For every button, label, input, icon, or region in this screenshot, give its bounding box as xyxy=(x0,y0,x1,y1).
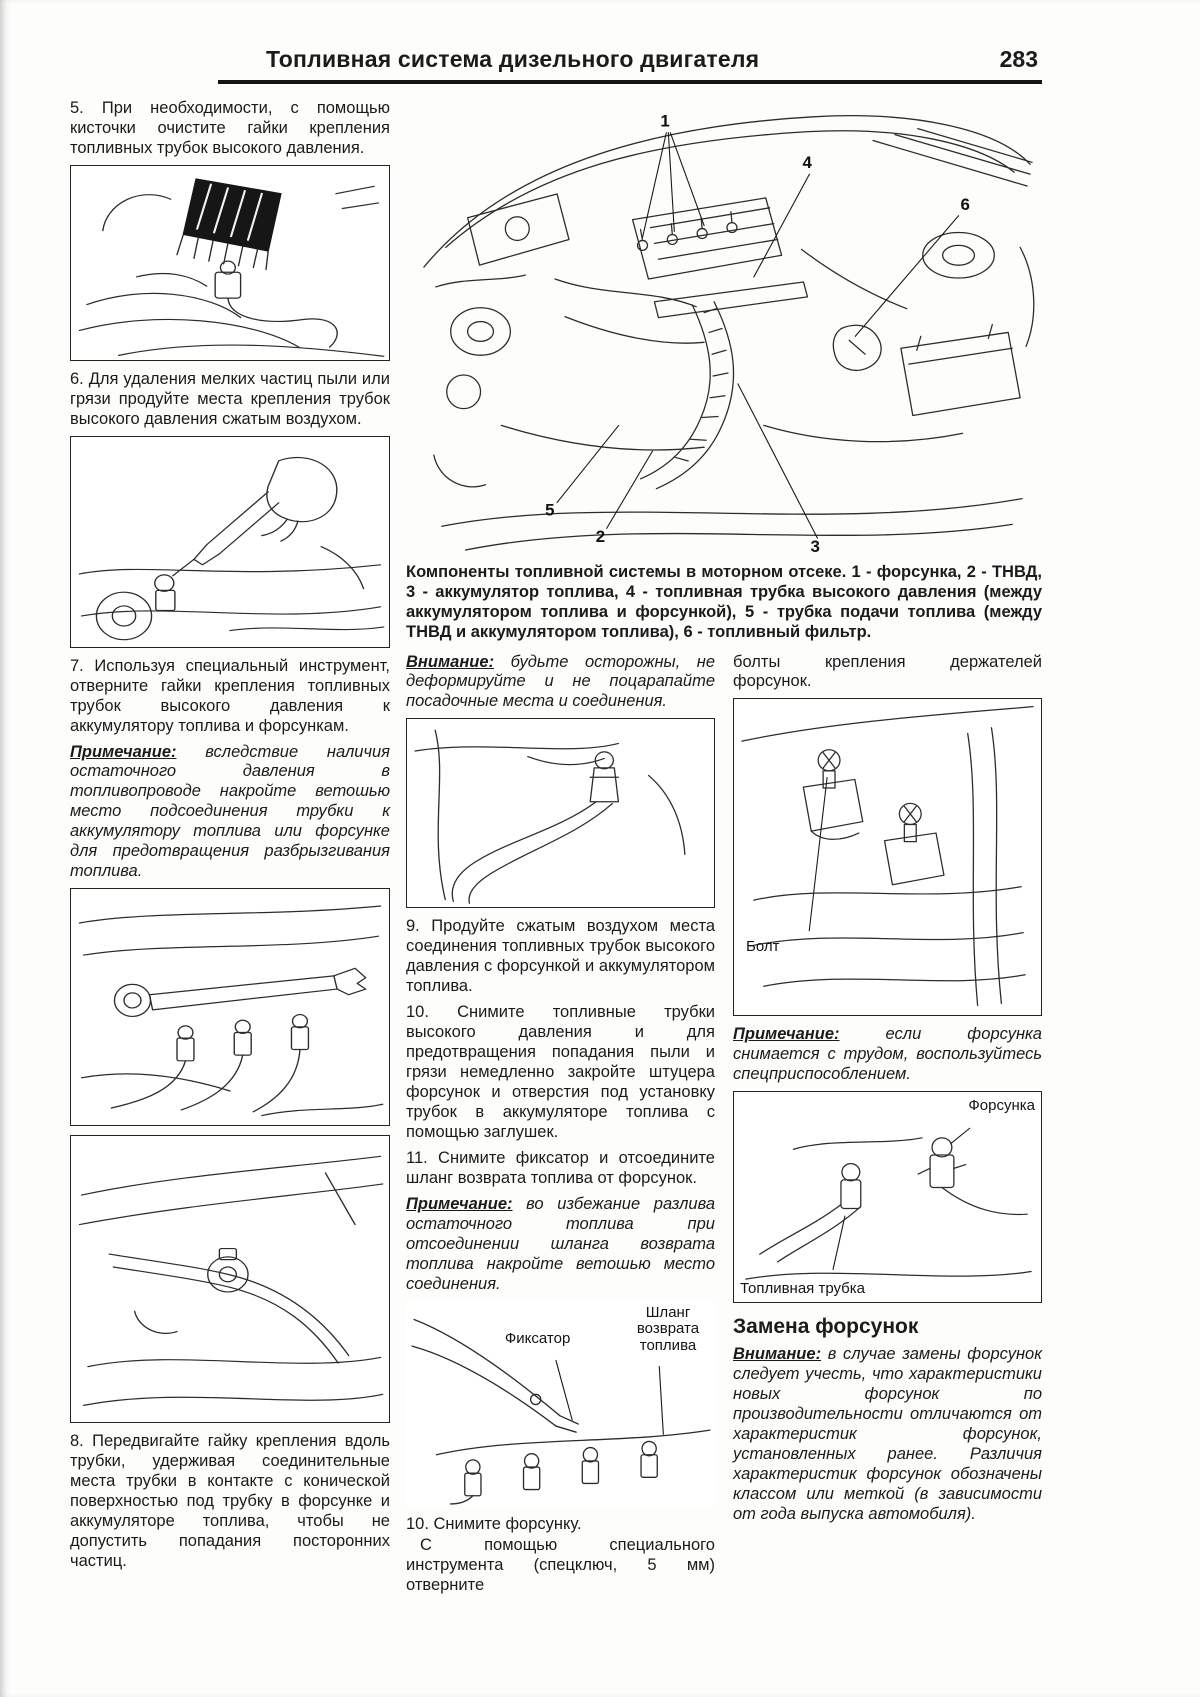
figure-holder-bolts: Болт xyxy=(733,698,1042,1017)
left-column: 5. При необходимости, с помощью кисточки… xyxy=(70,99,390,1602)
note-label: Примечание: xyxy=(733,1025,840,1044)
step-11-text: 11. Снимите фиксатор и отсоедините шланг… xyxy=(406,1148,715,1187)
figure-injector-pipe: Форсунка Топливная трубка xyxy=(733,1091,1042,1304)
step-11-note: Примечание: во избежание разлива остаточ… xyxy=(406,1195,715,1295)
pipe-nut-drawing xyxy=(78,1155,384,1407)
figure-brush-cleaning xyxy=(70,164,390,361)
injector-pipe-drawing xyxy=(745,1128,1032,1280)
step-9-text: 9. Продуйте сжатым воздухом места соедин… xyxy=(406,917,715,996)
replacement-warning: Внимание: в случае замены форсунок следу… xyxy=(733,1345,1042,1525)
middle-warning: Внимание: будьте осторожны, не деформиру… xyxy=(406,653,715,713)
step-7-text: 7. Используя специальный инструмент, отв… xyxy=(70,656,390,735)
step-5-text: 5. При необходимости, с помощью кисточки… xyxy=(70,99,390,157)
holder-bolts-drawing xyxy=(741,706,1034,1007)
continuation-text: болты крепления держателей форсунок. xyxy=(733,652,1042,691)
callout-1: 1 xyxy=(660,112,669,131)
note-text: вследствие наличия остаточного давления … xyxy=(70,742,390,881)
note-label: Примечание: xyxy=(70,742,177,761)
figure-wrench-loosening xyxy=(70,888,390,1127)
right-region: 1 4 6 5 2 3 Компоненты топливной системы… xyxy=(406,99,1042,1602)
note-text: во избежание разлива остаточного топлива… xyxy=(406,1194,715,1293)
step-8-text: 8. Передвигайте гайку крепления вдоль тр… xyxy=(70,1432,390,1570)
right-column: болты крепления держателей форсунок. xyxy=(733,653,1042,1603)
step-10b-line1: 10. Снимите форсунку. xyxy=(406,1514,582,1533)
injector-connection-drawing xyxy=(414,730,686,905)
middle-column: Внимание: будьте осторожны, не деформиру… xyxy=(406,653,715,1603)
page-header: Топливная система дизельного двигателя 2… xyxy=(218,46,1042,84)
callout-6: 6 xyxy=(961,195,970,214)
figure-injector-connection xyxy=(406,718,715,909)
brush-cleaning-drawing xyxy=(78,178,385,357)
step-10-text: 10. Снимите топливные трубки высокого да… xyxy=(406,1003,715,1141)
right-note: Примечание: если форсунка снимается с тр… xyxy=(733,1025,1042,1085)
figure-air-blow xyxy=(70,435,390,648)
figure-pipe-nut xyxy=(70,1135,390,1424)
note-label: Примечание: xyxy=(406,1194,513,1213)
warning-label: Внимание: xyxy=(406,652,495,671)
callout-2: 2 xyxy=(596,527,605,546)
return-hose-label: Шланг возврата топлива xyxy=(636,1303,700,1355)
step-7-note: Примечание: вследствие наличия остаточно… xyxy=(70,743,390,883)
fuel-pipe-label: Топливная трубка xyxy=(740,1280,866,1298)
section-heading-injector-replacement: Замена форсунок xyxy=(733,1315,919,1339)
step-6-text: 6. Для удаления мелких частиц пыли или г… xyxy=(70,369,390,428)
fixator-label: Фиксатор xyxy=(504,1329,571,1347)
figure-fixator-removal: Фиксатор Шланг возврата топлива xyxy=(406,1300,715,1506)
wrench-drawing xyxy=(78,905,384,1117)
note-text: если форсунка снимается с трудом, воспол… xyxy=(733,1025,1042,1084)
air-blow-drawing xyxy=(78,456,385,641)
injector-label: Форсунка xyxy=(968,1097,1035,1115)
engine-bay-drawing: 1 4 6 5 2 3 xyxy=(423,112,1035,554)
warning-label: Внимание: xyxy=(733,1345,822,1364)
figure-engine-bay: 1 4 6 5 2 3 xyxy=(406,99,1042,554)
callout-5: 5 xyxy=(545,500,554,519)
bolt-label: Болт xyxy=(746,938,780,956)
callout-4: 4 xyxy=(803,153,813,172)
callout-3: 3 xyxy=(810,537,819,554)
page-title: Топливная система дизельного двигателя xyxy=(266,46,760,72)
step-10b-line2: С помощью специального инструмента (спец… xyxy=(406,1536,715,1595)
page-content: 5. При необходимости, с помощью кисточки… xyxy=(70,99,1042,1602)
warning-text: будьте осторожны, не деформируйте и не п… xyxy=(406,652,715,711)
fixator-removal-drawing xyxy=(411,1318,711,1505)
page-number: 283 xyxy=(999,46,1038,72)
warning-text: в случае замены форсунок следует учесть,… xyxy=(733,1345,1042,1523)
engine-bay-caption: Компоненты топливной системы в моторном … xyxy=(406,563,1042,642)
